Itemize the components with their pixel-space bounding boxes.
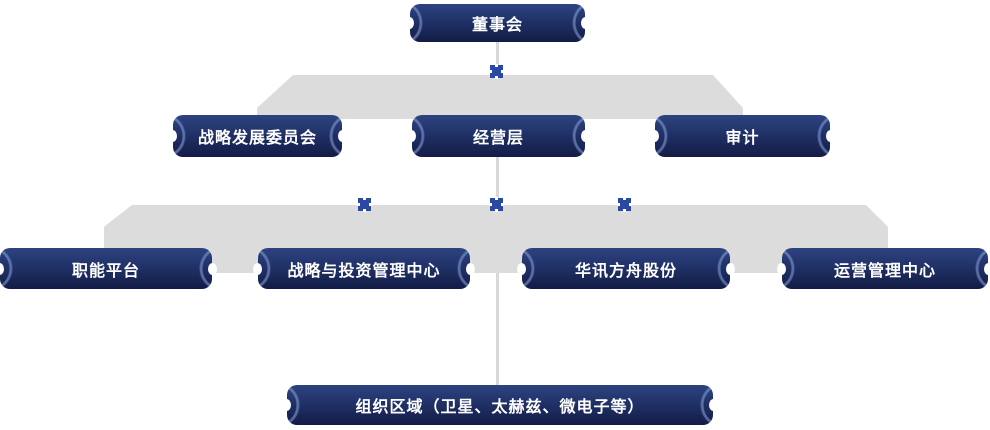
cross-marker-icon (490, 64, 503, 78)
node-label: 战略发展委员会 (197, 128, 317, 147)
node-board-of-directors: 董事会 (410, 4, 585, 42)
node-label: 职能平台 (71, 260, 140, 280)
node-strategy-development-committee: 战略发展委员会 (173, 115, 342, 157)
connector-line-board-to-management (496, 42, 499, 76)
cross-marker-icon (358, 197, 371, 211)
node-audit: 审计 (655, 115, 830, 157)
cross-marker-icon (490, 197, 503, 211)
node-label: 华讯方舟股份 (574, 260, 677, 280)
node-label: 经营层 (472, 128, 524, 147)
node-label: 组织区域（卫星、太赫兹、微电子等） (355, 397, 645, 416)
node-management-level: 经营层 (412, 115, 585, 157)
node-label: 审计 (725, 128, 760, 147)
node-organization-regions: 组织区域（卫星、太赫兹、微电子等） (287, 385, 713, 425)
node-functional-platform: 职能平台 (0, 248, 212, 289)
node-label: 战略与投资管理中心 (287, 260, 441, 280)
node-label: 运营管理中心 (833, 260, 936, 280)
cross-marker-icon (618, 197, 631, 211)
node-operations-management-center: 运营管理中心 (782, 248, 988, 289)
connector-band-level2 (257, 75, 743, 119)
node-label: 董事会 (471, 15, 523, 34)
connector-band-level3 (104, 205, 888, 273)
node-huaxun-ark-shares: 华讯方舟股份 (522, 248, 730, 289)
node-strategy-investment-center: 战略与投资管理中心 (258, 248, 470, 289)
